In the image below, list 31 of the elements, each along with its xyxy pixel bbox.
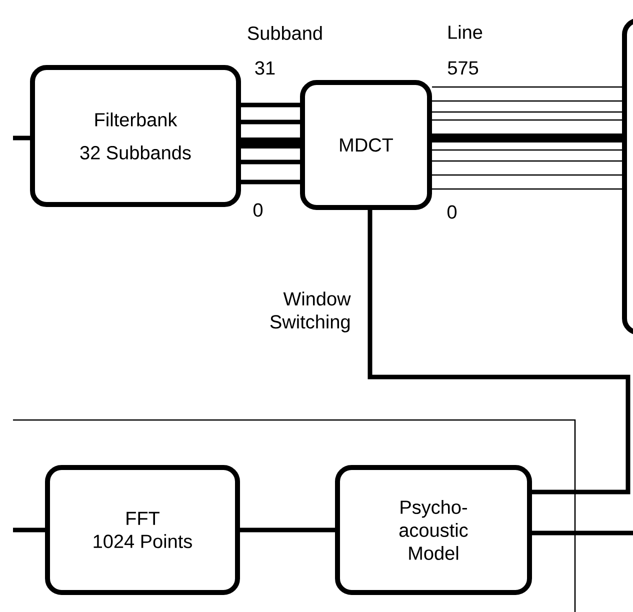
connector-line: [240, 528, 335, 532]
port-label: Subband: [248, 26, 322, 40]
block-box: [622, 18, 633, 335]
connector-line: [432, 174, 622, 176]
process-box: Filterbank 32 Subbands: [30, 65, 241, 207]
connector-line: [368, 210, 630, 494]
connector-line: [241, 160, 300, 164]
connector-line: [241, 180, 300, 184]
connector-line: [241, 120, 300, 124]
connector-line: [241, 102, 300, 108]
connector-line: [241, 138, 300, 148]
connector-line: [432, 119, 622, 121]
connector-line: [432, 160, 622, 162]
port-label: 0: [253, 203, 263, 217]
connector-line: [432, 149, 622, 151]
connector-line: [13, 136, 30, 140]
connector-line: [432, 111, 622, 113]
port-label: 0: [447, 205, 457, 219]
process-box: MDCT: [300, 80, 432, 210]
process-box: FFT 1024 Points: [45, 465, 240, 595]
connector-line: [532, 530, 633, 536]
connector-line: [13, 528, 45, 532]
connector-line: [432, 100, 622, 102]
port-label: Line: [448, 25, 482, 39]
connector-line: [432, 188, 622, 190]
edge-label: Window Switching: [270, 292, 351, 332]
port-label: 31: [255, 61, 275, 75]
port-label: 575: [448, 61, 478, 75]
connector-line: [432, 134, 622, 142]
connector-line: [432, 86, 622, 88]
process-box: Psycho- acoustic Model: [335, 465, 532, 595]
